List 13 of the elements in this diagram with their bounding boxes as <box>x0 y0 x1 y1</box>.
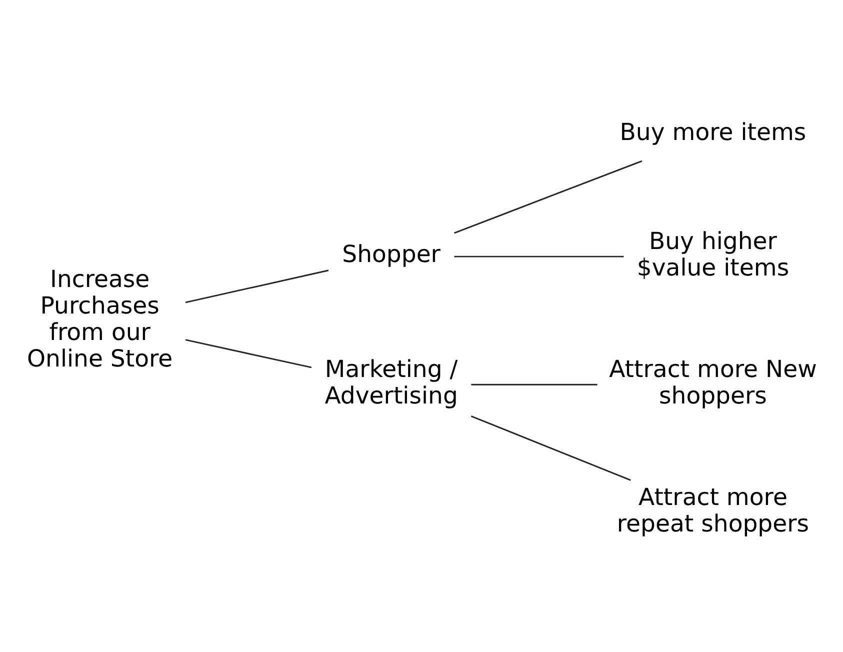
node-text: Attract more repeat shoppers <box>616 482 810 538</box>
connector <box>454 255 624 257</box>
connector <box>471 383 598 385</box>
connector <box>185 338 312 368</box>
node-text: Buy more items <box>620 117 806 146</box>
connector <box>470 414 631 480</box>
node-text: Buy higher $value items <box>636 226 790 281</box>
node-text: Increase Purchases from our Online Store <box>26 264 173 372</box>
node-text: Marketing / Advertising <box>324 354 458 409</box>
connector <box>185 269 329 303</box>
connector <box>454 160 642 234</box>
node-text: Shopper <box>342 240 440 268</box>
node-text: Attract more New shoppers <box>609 354 817 409</box>
